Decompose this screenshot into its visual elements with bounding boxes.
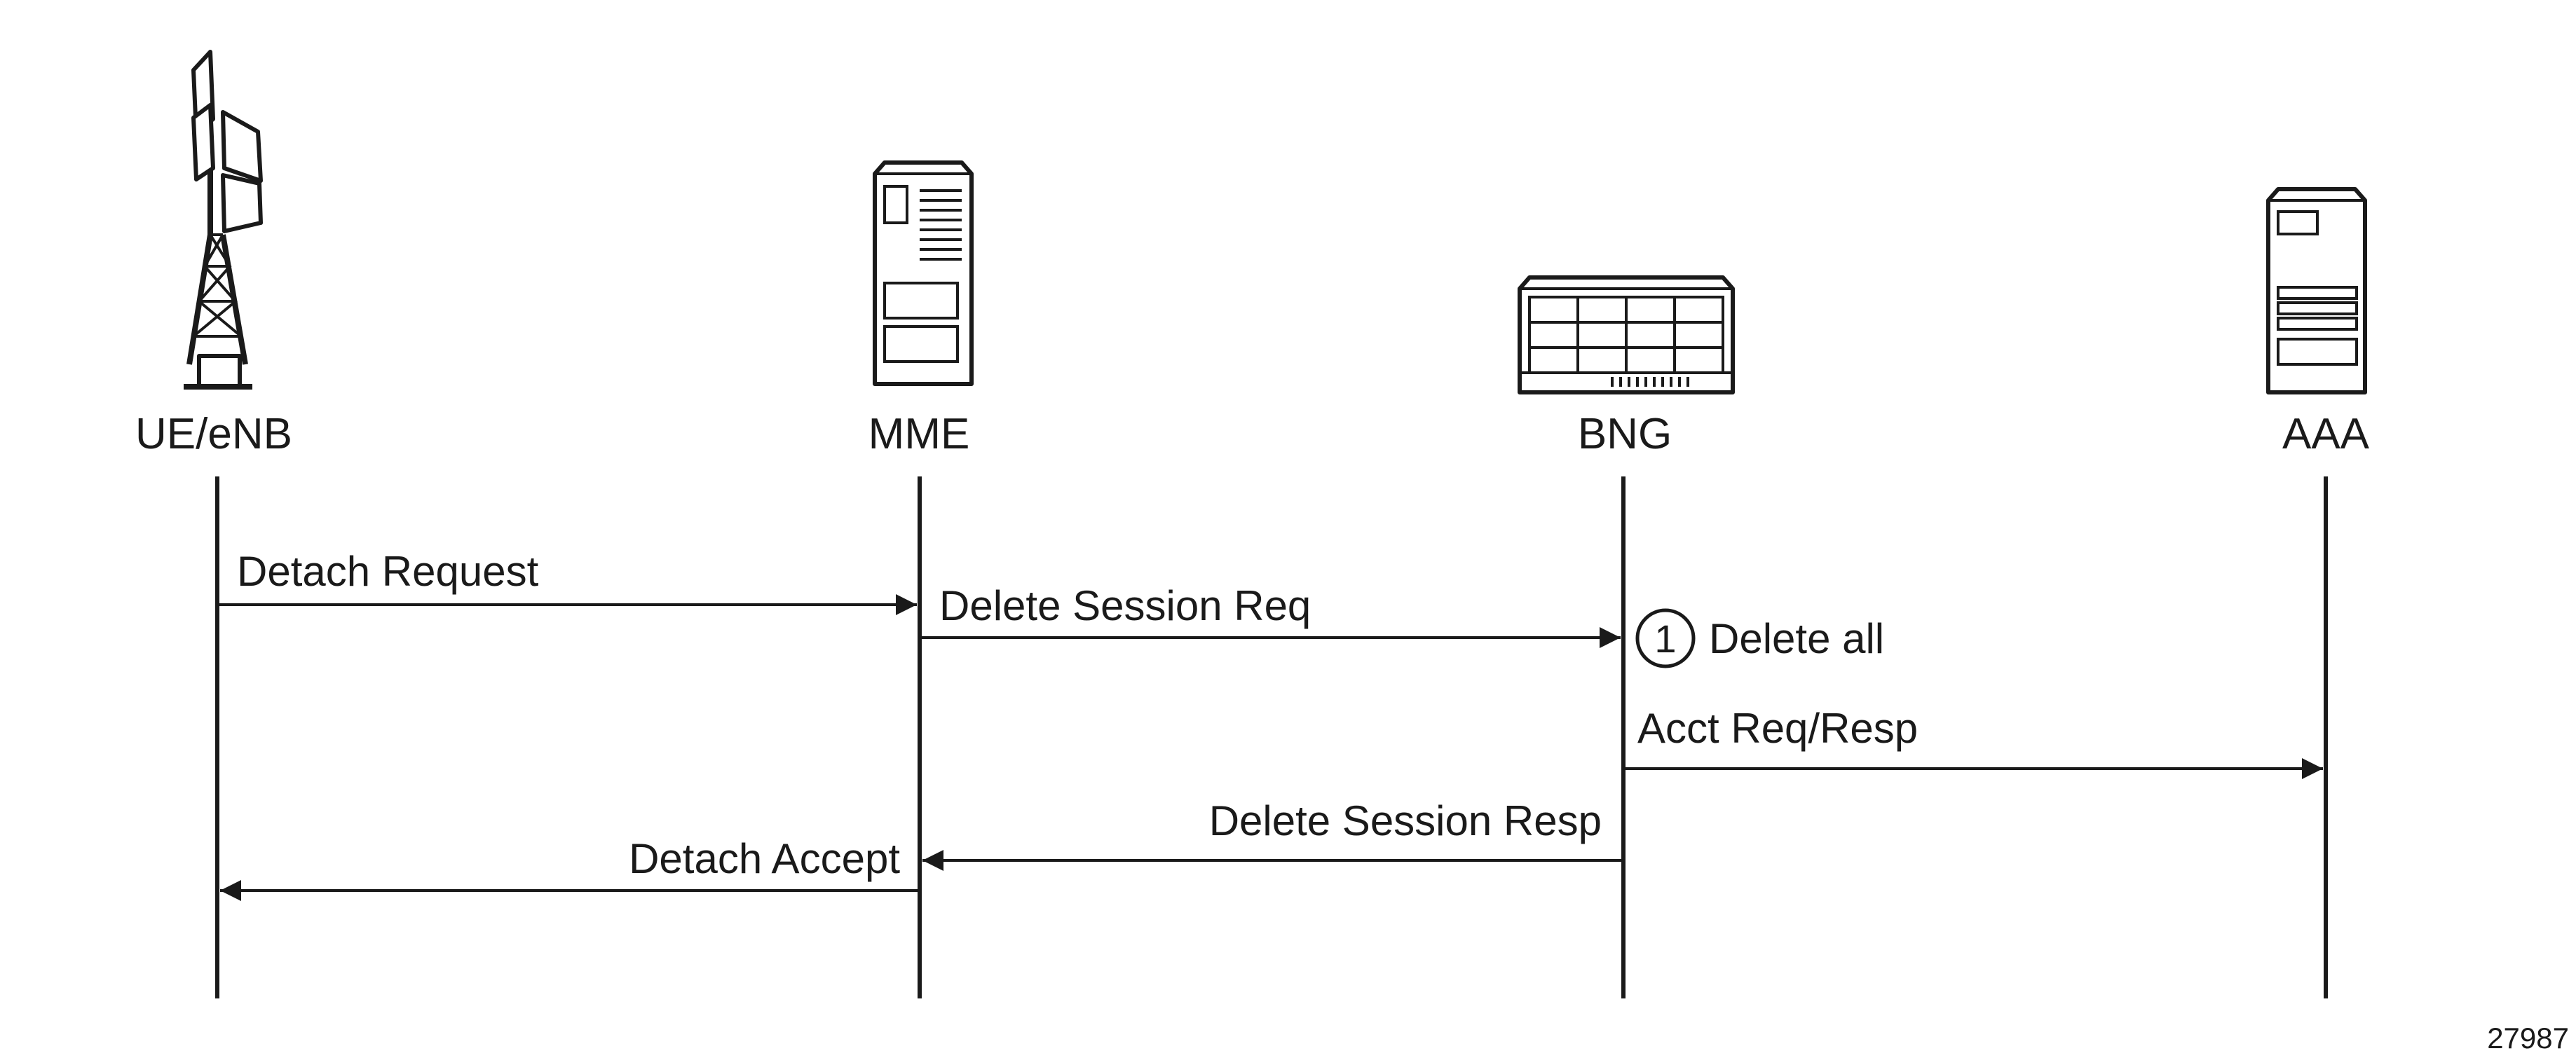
node-label-mme: MME: [868, 410, 970, 458]
message-label: Acct Req/Resp: [1637, 705, 1918, 752]
step-number-circle: [1635, 608, 1696, 668]
message-label: Detach Request: [237, 548, 539, 595]
step-number: 1: [1654, 617, 1676, 661]
message-detach-request: Detach Request: [219, 548, 917, 615]
message-label: Detach Accept: [629, 835, 900, 882]
message-label: Delete Session Req: [939, 582, 1311, 629]
step-1: 1 Delete all: [1635, 608, 1884, 668]
router-chassis-icon: [1518, 275, 1735, 394]
message-delete-session-req: Delete Session Req: [921, 582, 1621, 648]
step-label: Delete all: [1709, 615, 1884, 662]
node-label-bng: BNG: [1578, 410, 1672, 458]
message-label: Delete Session Resp: [1209, 797, 1602, 844]
node-label-aaa: AAA: [2282, 410, 2370, 458]
message-acct-req-resp: Acct Req/Resp: [1625, 705, 2323, 779]
cell-tower-icon: [184, 50, 263, 390]
message-delete-session-resp: Delete Session Resp: [922, 797, 1622, 871]
figure-id: 27987: [2487, 1022, 2569, 1054]
server-icon: [2266, 187, 2367, 394]
server-icon: [873, 160, 974, 386]
node-label-ue: UE/eNB: [135, 410, 292, 458]
message-detach-accept: Detach Accept: [220, 835, 918, 901]
